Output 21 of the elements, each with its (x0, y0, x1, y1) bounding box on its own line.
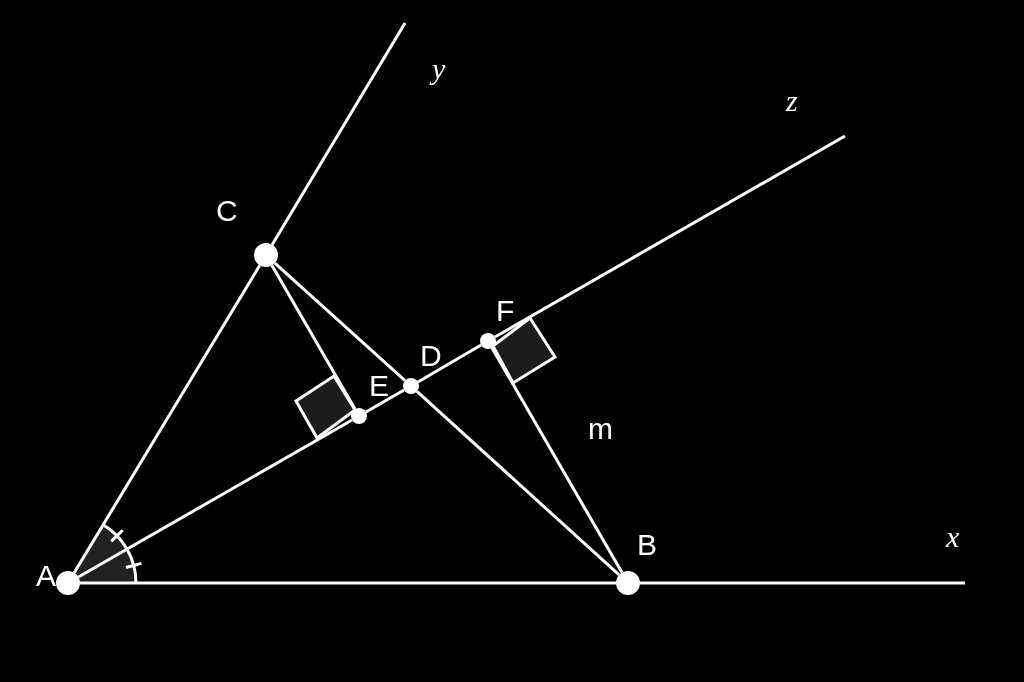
ray-line (270, 22, 407, 246)
ray-line (494, 134, 846, 339)
point-label: D (420, 341, 442, 371)
line-segment (415, 390, 621, 577)
line-segment (365, 388, 405, 414)
ray-label: z (786, 86, 798, 116)
line-segment (72, 264, 262, 574)
point-label: A (36, 561, 56, 591)
line-segment (80, 581, 616, 585)
point-label: B (637, 530, 657, 560)
ray-label: x (946, 522, 960, 552)
point-label: C (216, 196, 238, 226)
point-label: F (496, 296, 515, 326)
line-segment (270, 264, 357, 410)
line-segment (490, 347, 624, 574)
line-segment (273, 261, 407, 382)
line-segment (417, 343, 482, 384)
point-label: E (369, 371, 389, 401)
ray-line (640, 581, 965, 585)
line-segment (77, 418, 353, 579)
line-label: m (588, 414, 613, 444)
